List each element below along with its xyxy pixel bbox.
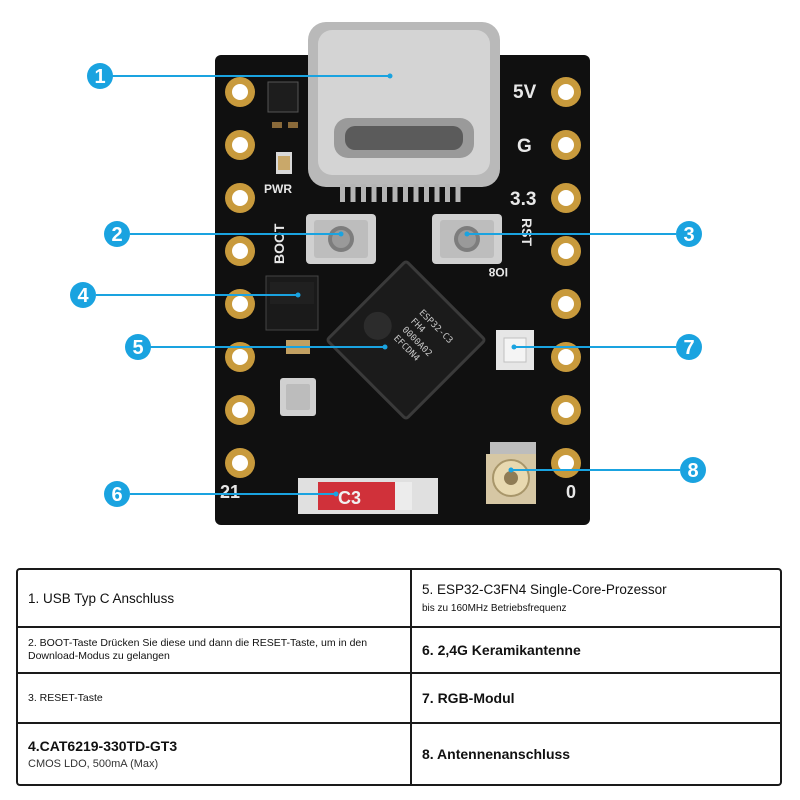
usb-c-connector [308, 22, 500, 202]
legend-item-8-text: 8. Antennenanschluss [422, 746, 571, 762]
usb-pin [361, 184, 366, 202]
label-pwr: PWR [264, 182, 292, 196]
antenna-label: C3 [338, 488, 361, 508]
legend-item-7-text: 7. RGB-Modul [422, 690, 515, 706]
callout-lines [96, 75, 680, 495]
callout-3: 3 [676, 221, 702, 247]
usb-pin [340, 184, 345, 202]
pad-hole [232, 137, 248, 153]
legend-item-2: 2. BOOT-Taste Drücken Sie diese und dann… [18, 628, 412, 674]
crystal [280, 378, 316, 416]
svg-text:2: 2 [111, 224, 122, 246]
label-pin0: 0 [566, 482, 576, 502]
pad-hole [558, 455, 574, 471]
usb-pin [413, 184, 419, 202]
usb-pin [350, 184, 356, 202]
esp32-chip: ESP32-C3 FH4 0000A02 EFCDN4 [326, 260, 486, 420]
label-g: G [517, 136, 532, 157]
left-pads [225, 77, 255, 478]
legend-item-6-text: 6. 2,4G Keramikantenne [422, 642, 581, 658]
legend-item-4-title: 4.CAT6219-330TD-GT3 [28, 738, 178, 754]
callout-6: 6 [104, 481, 130, 507]
svg-text:5: 5 [132, 337, 143, 359]
label-boot: BOOT [271, 223, 287, 264]
label-io8: IO8 [488, 265, 508, 279]
pad-hole [558, 137, 574, 153]
right-pads [551, 77, 581, 478]
board-diagram: ESP32-C3 FH4 0000A02 EFCDN4 C3 5V G 3.3 … [70, 22, 706, 525]
rgb-led [496, 330, 534, 370]
reset-button [432, 214, 502, 264]
legend-item-3-text: 3. RESET-Taste [28, 691, 103, 704]
legend-item-4: 4.CAT6219-330TD-GT3 CMOS LDO, 500mA (Max… [18, 724, 412, 784]
pad-hole [232, 402, 248, 418]
boot-button [306, 214, 376, 264]
pad-hole [232, 455, 248, 471]
svg-text:1: 1 [94, 66, 105, 88]
pad-hole [232, 296, 248, 312]
svg-text:4: 4 [77, 285, 89, 307]
ldo-regulator [265, 275, 319, 331]
legend-item-5: 5. ESP32-C3FN4 Single-Core-Prozessor bis… [412, 570, 780, 628]
pad-hole [558, 243, 574, 259]
ceramic-antenna: C3 [298, 478, 438, 514]
label-pin21: 21 [220, 482, 240, 502]
callout-7: 7 [676, 334, 702, 360]
label-5v: 5V [513, 82, 537, 103]
usb-pin [424, 184, 429, 202]
svg-text:6: 6 [111, 484, 122, 506]
pad-hole [558, 190, 574, 206]
usb-pin [445, 184, 450, 202]
usb-pin [455, 184, 461, 202]
passive-1 [272, 122, 282, 128]
svg-text:3: 3 [683, 224, 694, 246]
legend-item-5-note: bis zu 160MHz Betriebsfrequenz [422, 603, 567, 614]
legend-item-4-note: CMOS LDO, 500mA (Max) [28, 758, 159, 770]
callout-dots [295, 73, 517, 497]
legend-item-6: 6. 2,4G Keramikantenne [412, 628, 780, 674]
diode-top [267, 81, 299, 113]
usb-pin [371, 184, 377, 202]
callout-8: 8 [680, 457, 706, 483]
passive-2 [288, 122, 298, 128]
usb-pin [382, 184, 387, 202]
legend-item-8: 8. Antennenanschluss [412, 724, 780, 784]
legend-item-7: 7. RGB-Modul [412, 674, 780, 724]
svg-text:8: 8 [687, 460, 698, 482]
pad-hole [232, 243, 248, 259]
legend-item-5-title: 5. ESP32-C3FN4 Single-Core-Prozessor [422, 582, 667, 597]
callout-4: 4 [70, 282, 96, 308]
usb-pin [434, 184, 440, 202]
antenna-connector [486, 442, 536, 504]
usb-pin [392, 184, 398, 202]
legend-item-1-text: 1. USB Typ C Anschluss [28, 590, 175, 606]
pad-hole [232, 190, 248, 206]
pad-hole [558, 84, 574, 100]
callout-1: 1 [87, 63, 113, 89]
usb-pin [403, 184, 408, 202]
legend-item-2-text: 2. BOOT-Taste Drücken Sie diese und dann… [28, 637, 368, 662]
callout-2: 2 [104, 221, 130, 247]
pad-hole [558, 296, 574, 312]
legend-item-1: 1. USB Typ C Anschluss [18, 570, 412, 628]
svg-text:7: 7 [683, 337, 694, 359]
pad-hole [558, 349, 574, 365]
callout-5: 5 [125, 334, 151, 360]
pad-hole [558, 402, 574, 418]
pad-hole [232, 84, 248, 100]
label-3v3: 3.3 [510, 189, 536, 210]
legend-item-3: 3. RESET-Taste [18, 674, 412, 724]
label-rst: RST [519, 218, 535, 246]
legend-table: 1. USB Typ C Anschluss 5. ESP32-C3FN4 Si… [16, 568, 782, 786]
pad-hole [232, 349, 248, 365]
